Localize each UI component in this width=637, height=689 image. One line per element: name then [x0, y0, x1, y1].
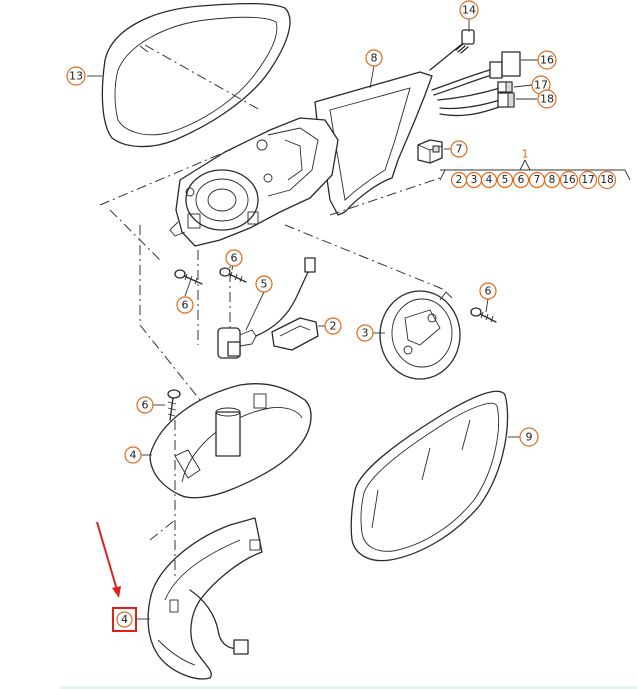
leader-lines — [87, 18, 631, 620]
callout-6-d: 6 — [136, 396, 154, 414]
callout-9: 8 — [365, 49, 383, 67]
kit-item: 5 — [496, 171, 514, 189]
callout-8: 7 — [450, 140, 468, 158]
part-13-mirror-cover — [101, 2, 291, 148]
bottom-strip — [60, 686, 637, 689]
svg-text:6: 6 — [142, 399, 149, 412]
callout-4-highlighted[interactable]: 4 — [112, 607, 137, 632]
kit-item: 7 — [528, 171, 546, 189]
svg-text:13: 13 — [69, 70, 83, 83]
red-arrow-icon — [96, 521, 121, 598]
svg-text:1: 1 — [522, 148, 529, 161]
svg-text:8: 8 — [371, 52, 378, 65]
kit-item: 16 — [559, 170, 579, 190]
callout-14: 14 — [459, 0, 479, 20]
part-6-screw-c — [470, 307, 497, 323]
svg-text:18: 18 — [600, 174, 613, 186]
callout-6-a: 6 — [225, 249, 243, 267]
highlight-box — [112, 607, 137, 632]
svg-text:14: 14 — [462, 4, 476, 17]
part-3-motor — [379, 290, 461, 380]
kit-item: 4 — [480, 171, 498, 189]
callout-5: 4 — [124, 446, 142, 464]
svg-text:6: 6 — [182, 299, 189, 312]
part-5-housing — [149, 383, 312, 499]
svg-text:17: 17 — [534, 79, 548, 92]
svg-text:7: 7 — [534, 174, 541, 186]
part-6-screw-a — [174, 269, 203, 285]
part-11-mirror-glass — [350, 390, 509, 562]
part-16-connector — [431, 51, 521, 96]
callout-17: 17 — [531, 75, 551, 95]
svg-text:5: 5 — [261, 278, 268, 291]
svg-text:2: 2 — [330, 320, 337, 333]
svg-text:4: 4 — [486, 174, 493, 186]
part-4-lower-housing — [147, 517, 263, 680]
part-6-screw-b — [219, 267, 247, 283]
svg-text:2: 2 — [456, 174, 463, 186]
svg-text:4: 4 — [121, 613, 128, 626]
callout-6-c: 6 — [479, 282, 497, 300]
svg-text:6: 6 — [231, 252, 238, 265]
kit-item: 17 — [578, 170, 598, 190]
svg-text:6: 6 — [518, 174, 525, 186]
assembly-lines — [99, 44, 446, 580]
part-9-frame — [314, 71, 433, 216]
svg-text:16: 16 — [562, 174, 576, 186]
part-8-plug — [417, 139, 443, 164]
part-18-connector — [439, 92, 515, 117]
callout-7: 5 — [255, 275, 273, 293]
svg-text:5: 5 — [502, 174, 509, 186]
callout-18: 18 — [537, 89, 557, 109]
kit-list-row: 2 3 4 5 6 7 8 16 17 18 — [450, 170, 617, 190]
callout-11: 9 — [519, 427, 539, 447]
callout-1: 1 — [522, 148, 529, 161]
mirror-base-housing — [169, 117, 339, 247]
kit-item: 2 — [450, 171, 468, 189]
svg-text:8: 8 — [549, 174, 556, 186]
callout-3: 3 — [356, 324, 374, 342]
part-17-connector — [437, 81, 513, 101]
svg-text:16: 16 — [540, 54, 554, 67]
svg-text:3: 3 — [362, 327, 369, 340]
svg-text:6: 6 — [485, 285, 492, 298]
callout-2: 2 — [324, 317, 342, 335]
svg-text:4: 4 — [130, 449, 137, 462]
svg-text:17: 17 — [581, 174, 594, 186]
kit-item: 3 — [465, 171, 483, 189]
callout-13: 13 — [66, 66, 86, 86]
part-6-screw-d — [167, 389, 181, 421]
svg-text:9: 9 — [526, 431, 533, 444]
kit-item: 8 — [543, 171, 561, 189]
callout-6-b: 6 — [176, 296, 194, 314]
svg-text:7: 7 — [456, 143, 463, 156]
part-2-cover — [271, 317, 319, 351]
svg-text:18: 18 — [540, 93, 554, 106]
part-14-screw — [429, 29, 475, 71]
part-7-lamp — [217, 257, 316, 359]
svg-text:3: 3 — [471, 174, 478, 186]
kit-item: 6 — [512, 171, 530, 189]
kit-item: 18 — [597, 170, 617, 190]
callout-16: 16 — [537, 50, 557, 70]
